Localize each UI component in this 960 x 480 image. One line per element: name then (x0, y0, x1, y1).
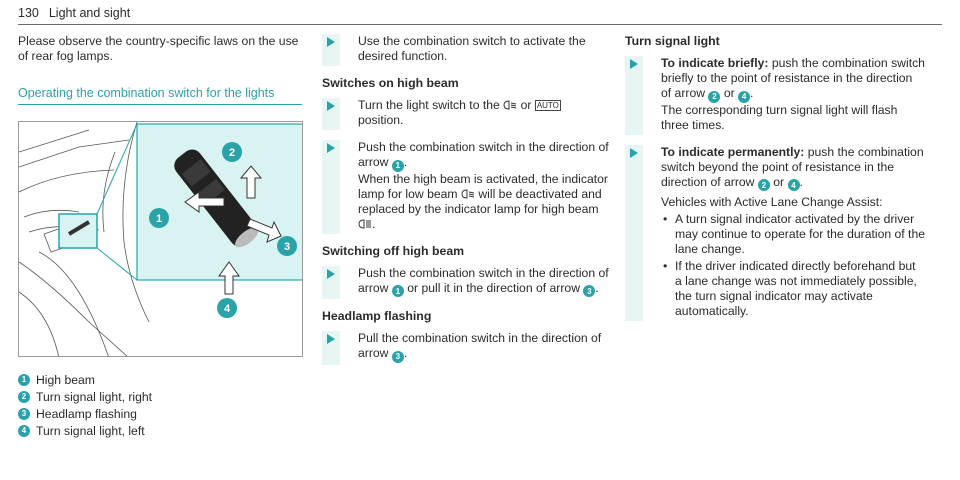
legend-item: 1 High beam (18, 371, 303, 388)
step-arrow-icon (630, 59, 638, 69)
page-number: 130 (18, 6, 39, 20)
column-right: Turn signal light To indicate briefly: p… (625, 34, 925, 321)
legend-number: 1 (18, 373, 30, 386)
heading-turn-signal: Turn signal light (625, 34, 720, 48)
column-middle: Use the combination switch to activate t… (322, 34, 610, 365)
heading-high-beam-off: Switching off high beam (322, 243, 465, 258)
inline-number: 3 (583, 285, 596, 297)
legend-number: 4 (18, 424, 30, 437)
legend-number: 3 (18, 407, 30, 420)
step-arrow-icon (327, 268, 335, 279)
header-divider (18, 24, 942, 25)
legend-number: 2 (18, 390, 30, 403)
step-push-switch: Push the combination switch in the direc… (322, 140, 610, 234)
step-light-switch: Turn the light switch to the or AUTO pos… (322, 98, 610, 130)
switch-illustration: 1 2 3 4 (19, 122, 302, 356)
figure-label-4: 4 (224, 303, 231, 315)
bullet-item: If the driver indicated directly beforeh… (661, 259, 925, 319)
step-intro: Use the combination switch to activate t… (322, 34, 610, 66)
step-arrow-icon (327, 37, 335, 47)
bullet-item: A turn signal indicator activated by the… (661, 212, 925, 257)
page-header: 130 Light and sight (18, 6, 130, 20)
inline-number: 3 (391, 350, 404, 363)
legend-text: High beam (36, 372, 95, 387)
heading-high-beam-on: Switches on high beam (322, 76, 459, 90)
step-arrow-icon (327, 101, 335, 111)
legend-item: 4 Turn signal light, left (18, 422, 303, 439)
inline-number: 1 (391, 285, 404, 297)
high-beam-icon (358, 218, 371, 229)
step-indicate-permanently: To indicate permanently: push the combin… (625, 144, 925, 322)
section-title[interactable]: Operating the combination switch for the… (18, 86, 302, 105)
inline-number: 2 (757, 179, 770, 191)
step-arrow-icon (630, 147, 638, 158)
figure-label-1: 1 (156, 213, 162, 225)
auto-icon: AUTO (534, 100, 561, 111)
step-arrow-icon (327, 334, 335, 344)
inline-number: 4 (787, 179, 800, 191)
legend-text: Turn signal light, left (36, 423, 145, 438)
heading-headlamp-flashing: Headlamp flashing (322, 309, 432, 323)
legend-text: Turn signal light, right (36, 389, 153, 404)
figure-legend: 1 High beam 2 Turn signal light, right 3… (18, 371, 303, 439)
step-switch-off: Push the combination switch in the direc… (322, 265, 610, 300)
inline-number: 1 (391, 159, 404, 172)
legend-text: Headlamp flashing (36, 406, 137, 421)
step-indicate-briefly: To indicate briefly: push the combinatio… (625, 56, 925, 135)
column-left: Please observe the country-specific laws… (18, 34, 303, 439)
intro-text: Please observe the country-specific laws… (18, 34, 299, 63)
legend-item: 2 Turn signal light, right (18, 388, 303, 405)
chapter-title: Light and sight (48, 6, 131, 20)
low-beam-icon (503, 100, 517, 110)
low-beam-icon (461, 188, 475, 199)
combination-switch-figure: 1 2 3 4 (18, 121, 303, 357)
vehicles-note: Vehicles with Active Lane Change Assist: (661, 195, 883, 209)
figure-label-2: 2 (229, 147, 235, 159)
legend-item: 3 Headlamp flashing (18, 405, 303, 422)
step-pull-switch: Pull the combination switch in the direc… (322, 331, 610, 365)
inline-number: 2 (708, 90, 721, 103)
figure-label-3: 3 (284, 241, 290, 253)
inline-number: 4 (738, 90, 751, 103)
step-arrow-icon (327, 143, 335, 153)
